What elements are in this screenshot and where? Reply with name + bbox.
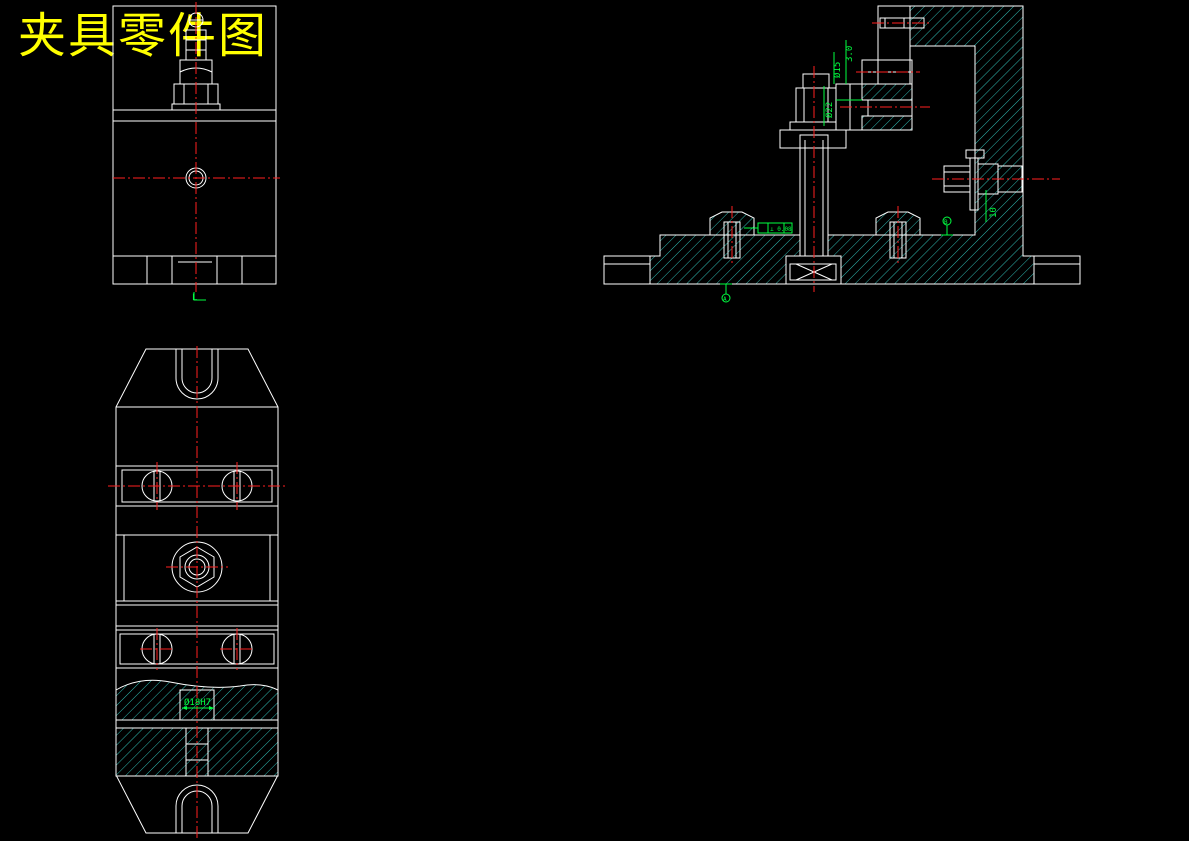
- dim-10: 10: [989, 207, 999, 218]
- broken-section-upper: [115, 679, 279, 721]
- u-slot-top: [175, 349, 219, 400]
- cap-screw-left: [709, 206, 755, 264]
- section-mark: L: [192, 293, 197, 303]
- section-view: 3.0 Ø15 Ø22 10 ⊥ 0.08 A B: [603, 5, 1081, 303]
- top-view: Ø18H7: [108, 346, 286, 840]
- top-view-outline: [115, 348, 279, 834]
- drawing-title: 夹具零件图: [18, 8, 269, 64]
- u-slot-bottom: [175, 784, 219, 833]
- washer: [779, 129, 847, 149]
- datum-a-label: A: [723, 296, 727, 303]
- dim-22: Ø22: [824, 102, 835, 118]
- base-hatch-left: [649, 234, 801, 285]
- dim-15: Ø15: [832, 62, 843, 78]
- datum-b-label: B: [944, 219, 948, 226]
- dim-3-0: 3.0: [845, 46, 855, 62]
- angle-body-hatch: [827, 5, 1035, 285]
- geo-tolerance-value: ⊥ 0.08: [770, 226, 792, 233]
- dim-bore-18h7: Ø18H7: [184, 697, 211, 708]
- dimension-annotations: 3.0 Ø15 Ø22 10 ⊥ 0.08 A B: [720, 40, 999, 303]
- side-locating-pin: [932, 149, 1060, 211]
- front-view: L: [112, 2, 280, 303]
- cap-screw-right: [875, 206, 921, 264]
- front-view-outline: [112, 5, 277, 285]
